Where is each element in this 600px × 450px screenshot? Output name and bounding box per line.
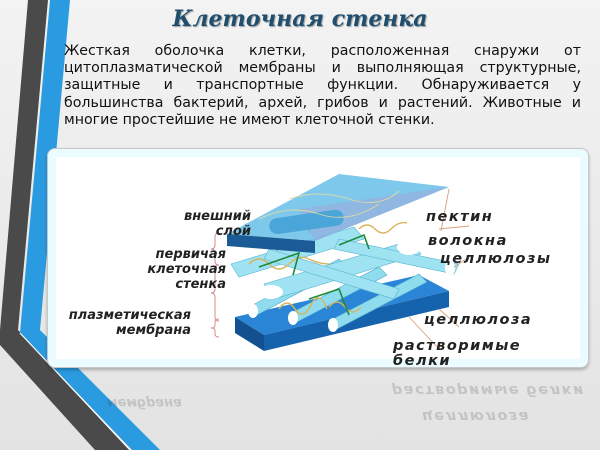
cell-wall-diagram <box>210 174 470 351</box>
slide-title: Клеточная стенка <box>172 6 428 32</box>
label-outer-layer: внешний слой <box>183 209 251 239</box>
diagram-reflection: растворимые белки целлюлоза мембрана <box>107 382 585 424</box>
label-pectin: пектин <box>426 209 494 225</box>
diagram-canvas: внешний слой первичая клеточная стенка п… <box>56 157 580 369</box>
label-cellulose-fibers: волокна целлюлозы <box>428 233 552 267</box>
label-primary-cell-wall: первичая клеточная стенка <box>147 247 226 292</box>
label-plasma-membrane: плазметическая мембрана <box>68 308 191 338</box>
label-soluble-proteins: растворимые белки <box>393 338 522 369</box>
description-paragraph: Жесткая оболочка клетки, расположенная с… <box>64 43 581 128</box>
label-cellulose: целлюлоза <box>424 312 533 328</box>
diagram-frame: внешний слой первичая клеточная стенка п… <box>47 148 589 369</box>
